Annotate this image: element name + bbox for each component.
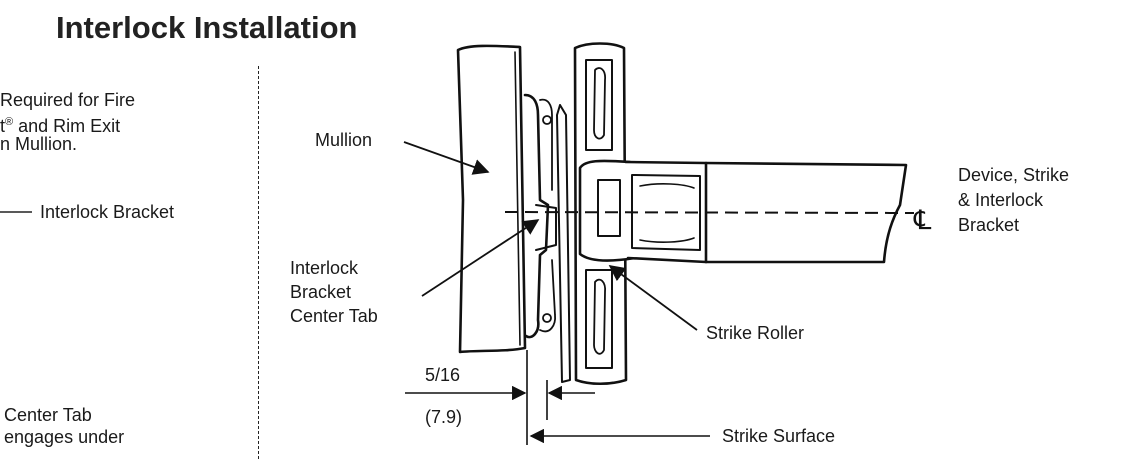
device-label-2: & Interlock <box>958 190 1044 210</box>
note-line-2-text: t <box>0 116 6 136</box>
page-title: Interlock Installation <box>56 10 358 45</box>
device-label-1: Device, Strike <box>958 165 1070 185</box>
center-tab-label-2: Bracket <box>290 282 352 302</box>
interlock-bracket-label: Interlock Bracket <box>40 202 175 222</box>
note-line-2: t® and Rim Exit <box>0 112 120 137</box>
centerline <box>504 211 915 214</box>
dimension-metric: (7.9) <box>425 407 463 427</box>
note-line-3: n Mullion. <box>0 134 78 154</box>
centerline-symbol: ℄ <box>913 205 932 235</box>
mullion-leader <box>403 141 490 175</box>
note-line-1: Required for Fire <box>0 90 136 110</box>
center-tab-leader <box>421 219 540 297</box>
note-line-2-rest: and Rim Exit <box>13 116 121 136</box>
interlock-bracket <box>523 93 550 339</box>
mullion-inner-edge <box>514 51 521 346</box>
registered-mark: ® <box>5 116 14 128</box>
strike-roller-label: Strike Roller <box>706 323 805 343</box>
strike-plate <box>556 104 571 383</box>
mullion-label: Mullion <box>315 130 373 150</box>
mullion-shape <box>456 44 527 354</box>
center-tab-note-1: Center Tab <box>4 405 92 425</box>
device-label-3: Bracket <box>958 215 1020 235</box>
panel-divider <box>258 66 259 459</box>
bracket-center-tab <box>535 204 557 251</box>
strike-surface-label: Strike Surface <box>722 426 836 446</box>
center-tab-label-1: Interlock <box>290 258 359 278</box>
dimension-fraction: 5/16 <box>425 365 461 385</box>
bracket-leader <box>0 211 32 213</box>
center-tab-note-2: engages under <box>4 427 125 447</box>
strike-roller-leader <box>608 265 698 331</box>
center-tab-label-3: Center Tab <box>290 306 378 326</box>
